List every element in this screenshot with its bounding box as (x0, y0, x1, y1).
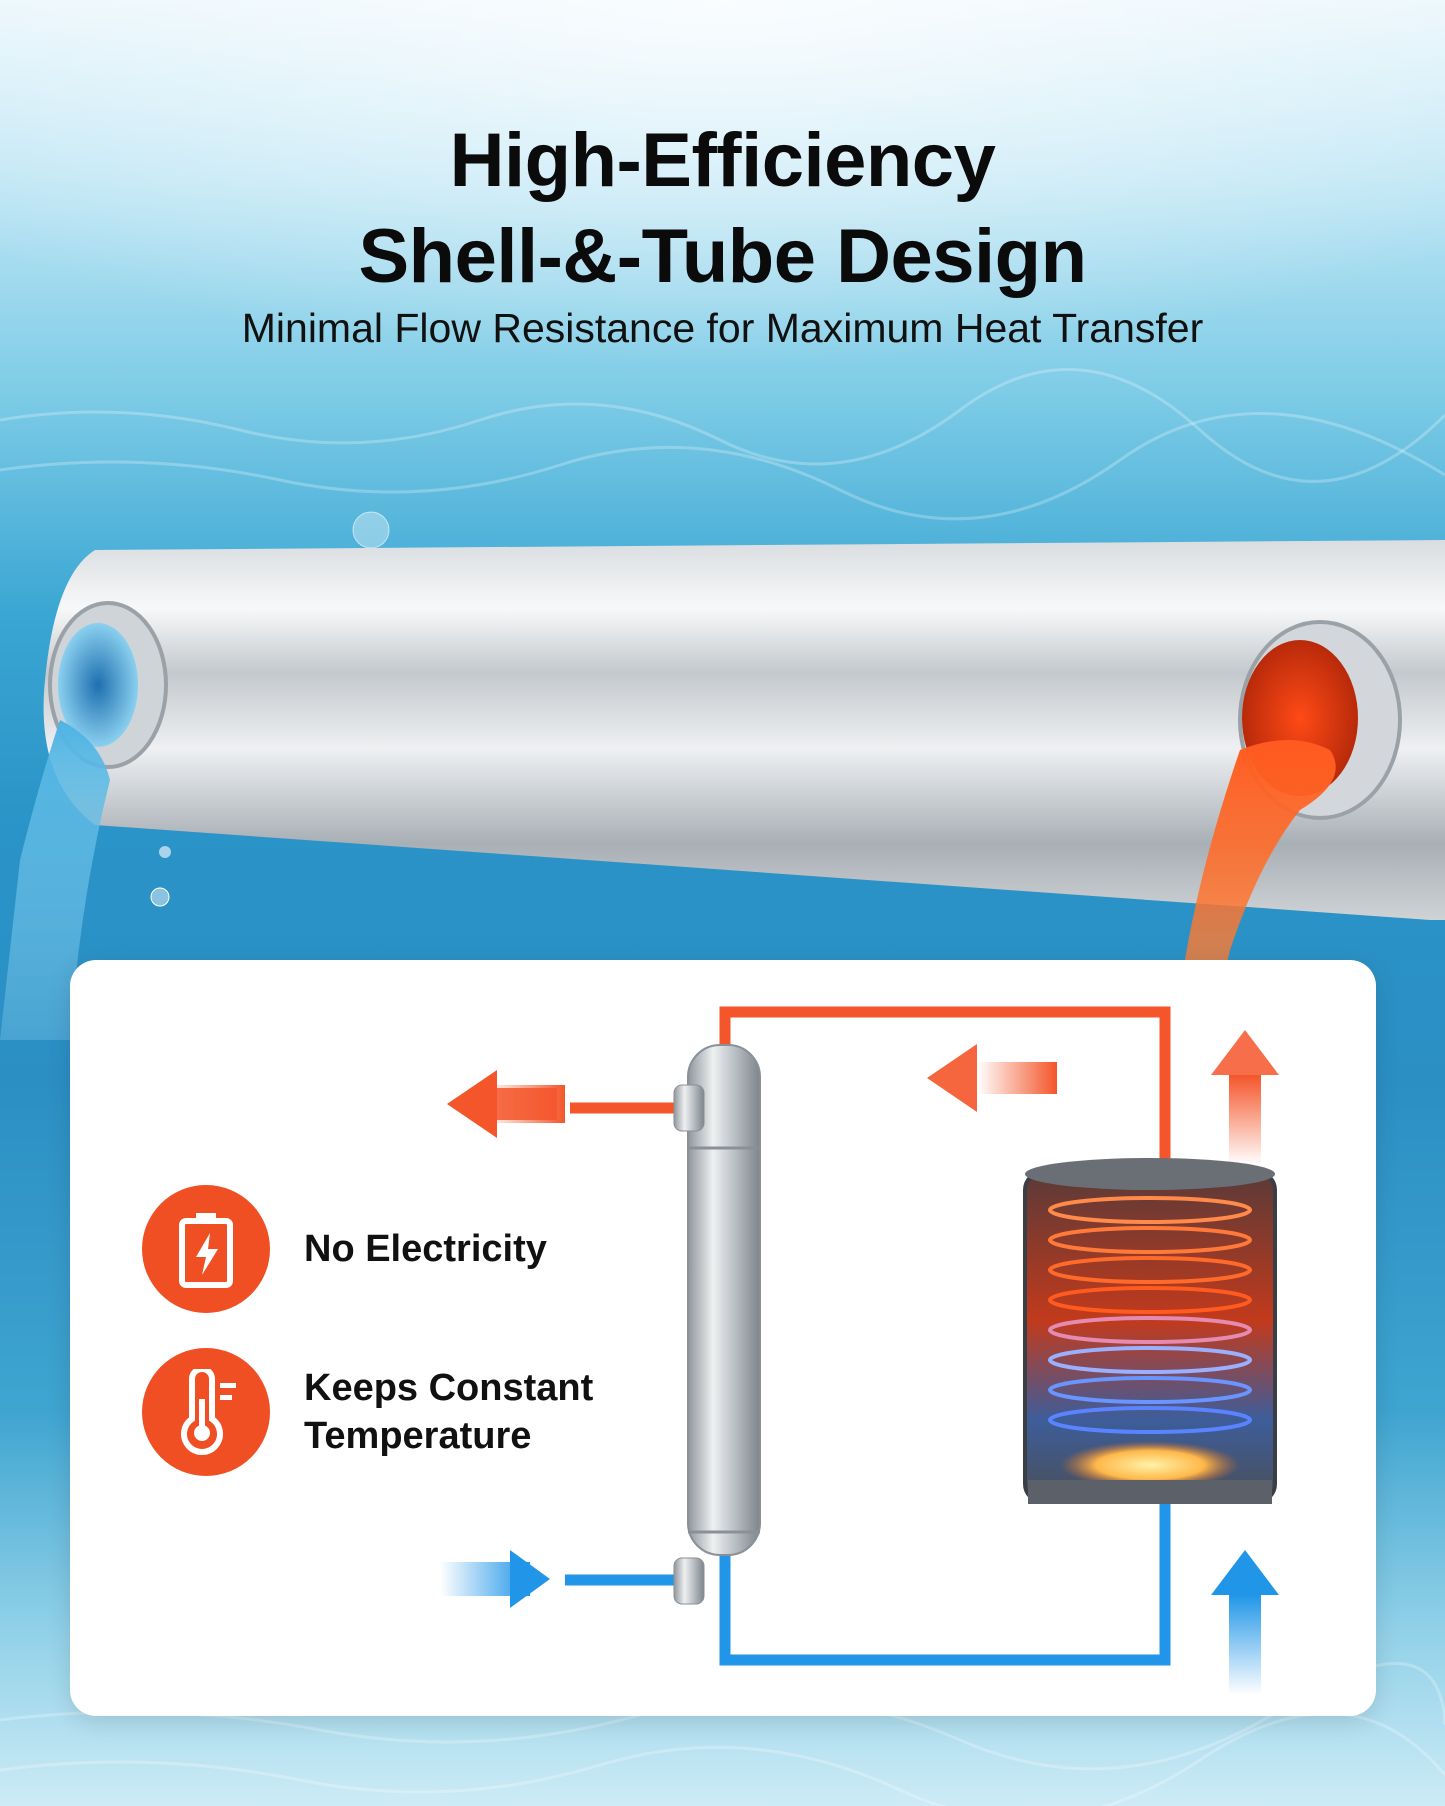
hot-water-line (570, 1006, 1171, 1168)
thermometer-icon (142, 1348, 270, 1476)
feature-constant-temperature: Keeps Constant Temperature (142, 1348, 593, 1476)
shell-tube-exchanger-icon (673, 1044, 761, 1605)
cold-up-arrow (1211, 1550, 1279, 1695)
cold-inflow-arrow (440, 1550, 550, 1608)
headline-line-1: High-Efficiency (449, 118, 996, 203)
heat-exchanger-pipe-image (0, 540, 1445, 1040)
hot-up-arrow (1211, 1030, 1279, 1165)
diagram-panel: No Electricity Keeps Constant Temperatur… (70, 960, 1376, 1716)
boiler-tank-icon (1023, 1158, 1277, 1504)
feature-label-line1: Keeps Constant (304, 1367, 594, 1409)
cold-water-line (565, 1490, 1171, 1666)
battery-bolt-icon (142, 1185, 270, 1313)
hot-outflow-arrow (447, 1070, 565, 1138)
hot-return-arrow (927, 1044, 1057, 1112)
feature-label: No Electricity (304, 1228, 547, 1270)
subtitle: Minimal Flow Resistance for Maximum Heat… (241, 305, 1204, 351)
feature-label-line2: Temperature (304, 1415, 532, 1457)
headline-line-2: Shell-&-Tube Design (358, 214, 1087, 299)
feature-label: Keeps Constant Temperature (304, 1364, 593, 1460)
heat-exchange-diagram (440, 1006, 1279, 1695)
feature-no-electricity: No Electricity (142, 1185, 547, 1313)
